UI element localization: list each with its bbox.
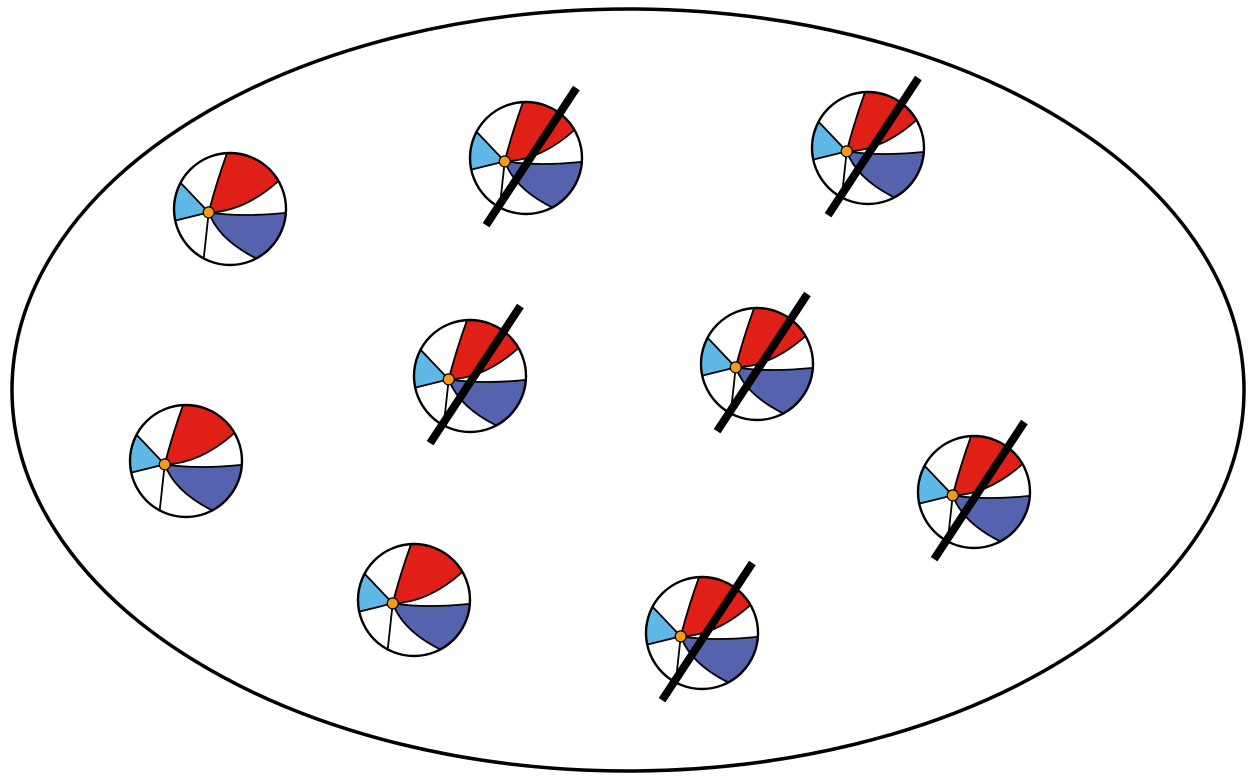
beach-ball-icon: [812, 78, 924, 215]
beach-ball-icon: [174, 153, 286, 265]
ball-hub-dot: [841, 146, 852, 157]
ball-hub-dot: [203, 207, 214, 218]
beach-ball-icon: [470, 88, 582, 225]
ball-hub-dot: [159, 459, 170, 470]
beach-ball-icon: [646, 563, 758, 700]
container-ellipse: [12, 9, 1244, 771]
beach-ball-icon: [358, 544, 470, 656]
beach-ball-icon: [414, 306, 526, 443]
ball-hub-dot: [675, 631, 686, 642]
ball-hub-dot: [499, 156, 510, 167]
beach-balls-group: [130, 78, 1030, 700]
ball-hub-dot: [387, 598, 398, 609]
ball-hub-dot: [730, 362, 741, 373]
beach-ball-icon: [918, 422, 1030, 559]
beach-ball-icon: [701, 294, 813, 431]
ball-hub-dot: [443, 374, 454, 385]
ball-hub-dot: [947, 490, 958, 501]
beach-ball-icon: [130, 405, 242, 517]
